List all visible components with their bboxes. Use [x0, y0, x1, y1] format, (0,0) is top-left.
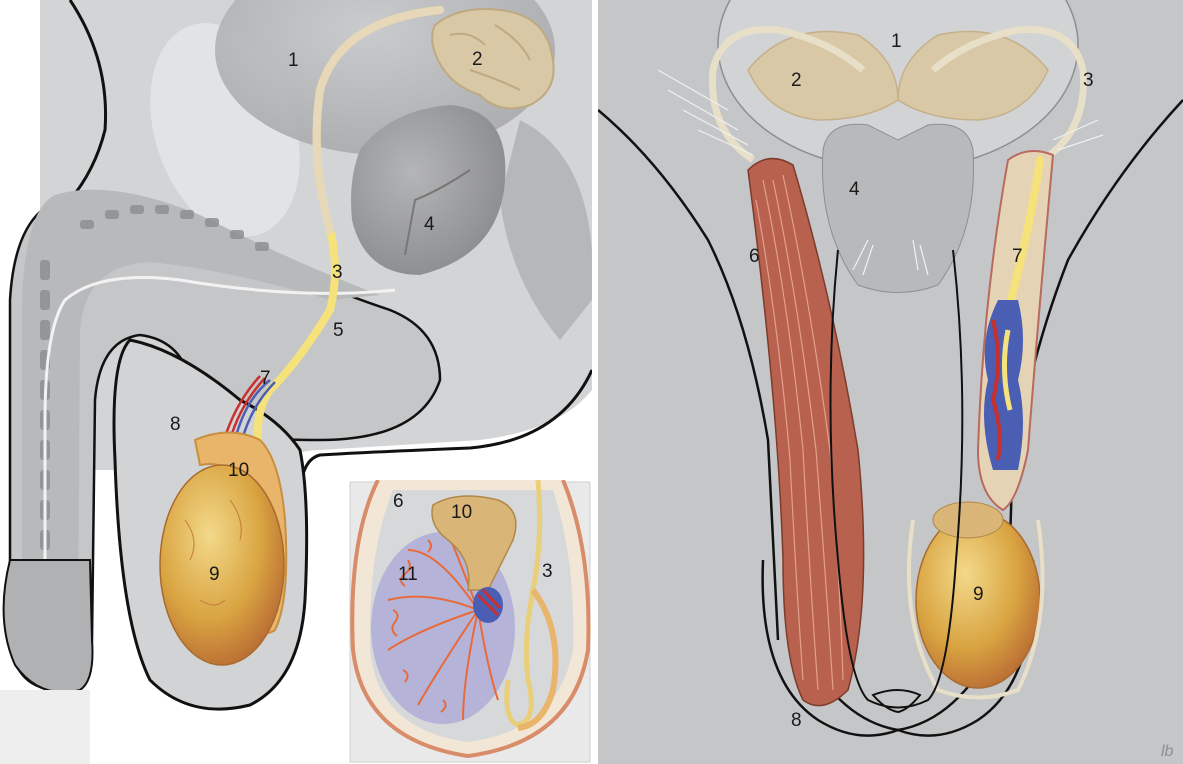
glans [4, 560, 93, 692]
label-8: 8 [170, 414, 181, 435]
label-9: 9 [973, 584, 984, 605]
label-4: 4 [849, 179, 860, 200]
prostate [822, 124, 973, 292]
label-1: 1 [288, 50, 299, 71]
inset-label-6: 6 [393, 491, 404, 512]
epididymis-head [933, 502, 1003, 538]
label-6: 6 [749, 246, 760, 267]
inset-vessels [473, 587, 503, 623]
inset-label-10: 10 [451, 502, 472, 523]
frontal-view-illustration: 1 2 3 4 6 7 9 8 lb [598, 0, 1183, 764]
frontal-view-panel: 1 2 3 4 6 7 9 8 lb [598, 0, 1183, 764]
inset-label-3: 3 [542, 561, 553, 582]
pampiniform-plexus [984, 300, 1023, 470]
label-2: 2 [791, 70, 802, 91]
label-3: 3 [332, 262, 343, 283]
inset-label-11: 11 [398, 564, 418, 585]
label-3: 3 [1083, 70, 1094, 91]
label-8: 8 [791, 710, 802, 731]
sagittal-section-panel: 1 2 3 4 5 7 8 9 10 6 10 11 3 [0, 0, 592, 764]
testis-cross-section-inset: 6 10 11 3 [348, 480, 592, 764]
label-10: 10 [228, 460, 249, 481]
testis [160, 465, 284, 665]
label-4: 4 [424, 214, 435, 235]
label-2: 2 [472, 49, 483, 70]
label-1: 1 [891, 31, 902, 52]
thigh [0, 690, 90, 764]
artist-signature: lb [1161, 743, 1174, 760]
glans-tip [873, 690, 920, 712]
label-7: 7 [1012, 246, 1023, 267]
label-5: 5 [333, 320, 344, 341]
label-7: 7 [260, 368, 271, 389]
label-9: 9 [209, 564, 220, 585]
